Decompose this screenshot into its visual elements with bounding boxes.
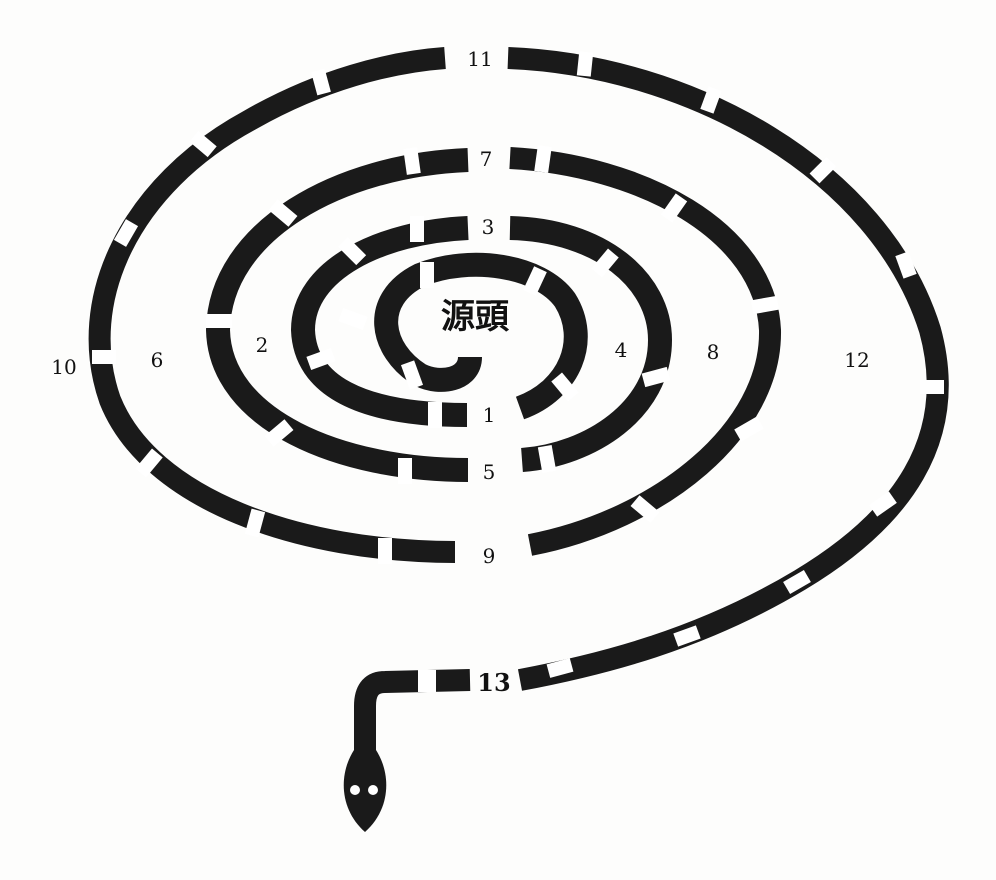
coil-4: [205, 148, 469, 482]
center-label: 源頭: [441, 297, 510, 337]
coil-8: [354, 669, 471, 760]
coil-3: [509, 216, 673, 472]
label-5: 5: [483, 460, 496, 484]
label-11: 11: [467, 47, 492, 71]
label-10: 10: [51, 355, 76, 379]
label-7: 7: [480, 147, 493, 171]
head-shape: [343, 750, 387, 832]
label-9: 9: [483, 544, 496, 568]
label-6: 6: [151, 348, 164, 372]
label-1: 1: [483, 403, 496, 427]
coil-7: [507, 47, 949, 691]
body-bands: [92, 51, 944, 692]
label-12: 12: [844, 348, 869, 372]
coil-2: [290, 216, 469, 427]
right-eye: [368, 785, 378, 795]
left-eye: [350, 785, 360, 795]
label-3: 3: [482, 215, 495, 239]
label-2: 2: [256, 333, 269, 357]
label-4: 4: [615, 338, 628, 362]
label-8: 8: [707, 340, 720, 364]
snake-body: [88, 47, 949, 760]
coil-5: [509, 147, 782, 556]
label-13: 13: [477, 668, 510, 697]
snake-head: [343, 750, 387, 832]
segment-labels: 1 2 3 4 5 6 7 8 9 10 11 12 13: [51, 47, 869, 697]
